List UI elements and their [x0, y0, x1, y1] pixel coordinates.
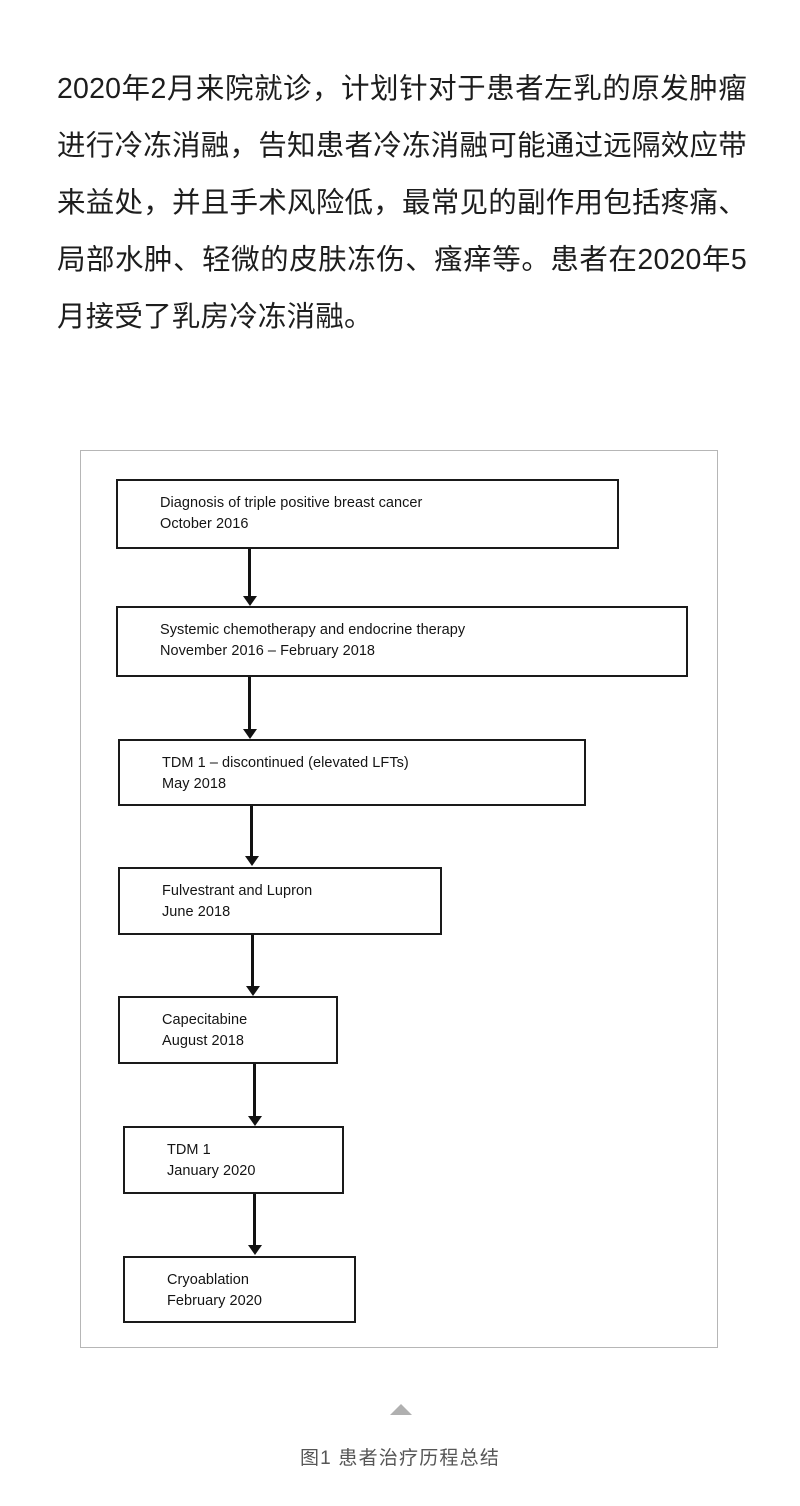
flow-node-title: Systemic chemotherapy and endocrine ther… — [160, 622, 466, 638]
flow-node-date: October 2016 — [160, 516, 249, 532]
figure-container: Diagnosis of triple positive breast canc… — [80, 450, 718, 1348]
article-paragraph: 2020年2月来院就诊，计划针对于患者左乳的原发肿瘤进行冷冻消融，告知患者冷冻消… — [57, 72, 747, 333]
flow-node-capecitabine: Capecitabine August 2018 — [118, 996, 338, 1064]
connector-arrow-1 — [248, 549, 251, 597]
flow-node-title: TDM 1 — [167, 1142, 211, 1158]
flow-node-date: May 2018 — [162, 776, 227, 792]
flow-node-tdm1-discontinued: TDM 1 – discontinued (elevated LFTs) May… — [118, 739, 586, 806]
flow-node-systemic-therapy: Systemic chemotherapy and endocrine ther… — [116, 606, 688, 677]
flow-node-date: August 2018 — [162, 1033, 244, 1049]
flow-node-title: Cryoablation — [167, 1272, 250, 1288]
flow-node-diagnosis: Diagnosis of triple positive breast canc… — [116, 479, 619, 549]
flow-node-title: Fulvestrant and Lupron — [162, 883, 313, 899]
treatment-timeline-flowchart: Diagnosis of triple positive breast canc… — [81, 451, 717, 1347]
flow-node-tdm1: TDM 1 January 2020 — [123, 1126, 344, 1194]
connector-arrow-3 — [250, 806, 253, 857]
connector-arrow-2 — [248, 677, 251, 730]
flow-node-cryoablation: Cryoablation February 2020 — [123, 1256, 356, 1323]
connector-arrow-5 — [253, 1064, 256, 1117]
flow-node-fulvestrant-lupron: Fulvestrant and Lupron June 2018 — [118, 867, 442, 935]
flow-node-title: Capecitabine — [162, 1012, 248, 1028]
figure-caption: 图1 患者治疗历程总结 — [299, 1448, 501, 1469]
connector-arrow-6 — [253, 1194, 256, 1246]
flow-node-date: January 2020 — [167, 1163, 256, 1179]
flow-node-date: June 2018 — [162, 904, 231, 920]
flow-node-date: February 2020 — [167, 1293, 262, 1309]
flow-node-title: TDM 1 – discontinued (elevated LFTs) — [162, 755, 409, 771]
triangle-up-icon[interactable] — [390, 1404, 412, 1415]
connector-arrow-4 — [251, 935, 254, 987]
flow-node-title: Diagnosis of triple positive breast canc… — [160, 495, 423, 511]
flow-node-date: November 2016 – February 2018 — [160, 643, 376, 659]
